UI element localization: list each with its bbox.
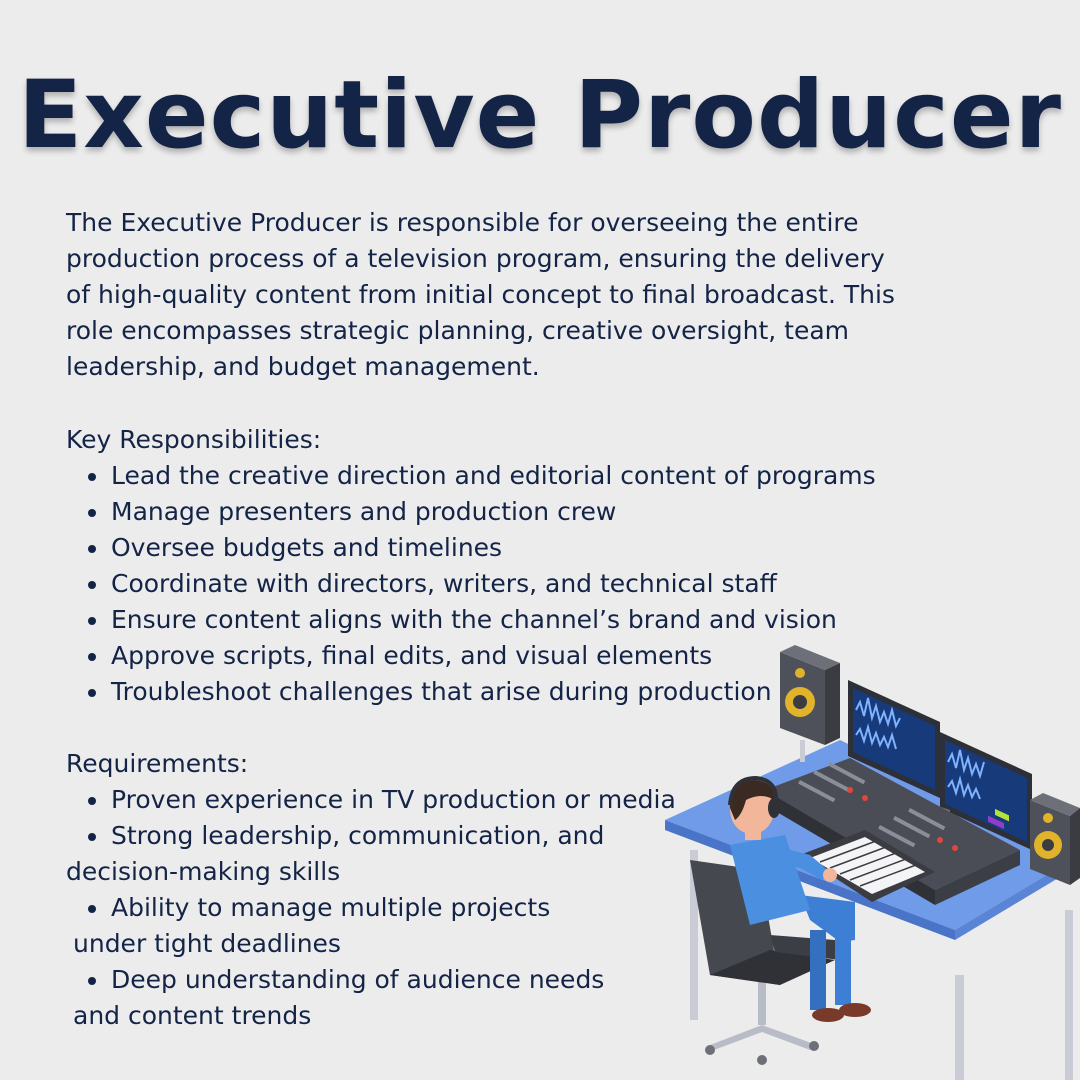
person bbox=[728, 775, 871, 1022]
right-speaker bbox=[1030, 793, 1080, 885]
desk-leg bbox=[955, 975, 964, 1080]
list-item: Oversee budgets and timelines bbox=[66, 530, 886, 566]
list-item: Ensure content aligns with the channel’s… bbox=[66, 602, 886, 638]
list-item: Deep understanding of audience needs and… bbox=[66, 962, 706, 1034]
requirement-continuation: and content trends bbox=[73, 1001, 312, 1030]
list-item: Troubleshoot challenges that arise durin… bbox=[66, 674, 886, 710]
requirement-continuation: decision-making skills bbox=[66, 857, 341, 886]
producer-at-mixing-desk-illustration bbox=[665, 645, 1080, 1080]
left-speaker bbox=[780, 645, 840, 762]
list-item: Lead the creative direction and editoria… bbox=[66, 458, 886, 494]
keyboard bbox=[800, 830, 935, 902]
list-item: Strong leadership, communication, and de… bbox=[66, 818, 706, 890]
requirement-line: Proven experience in TV production or me… bbox=[66, 782, 706, 818]
requirement-line: Ability to manage multiple projects bbox=[66, 890, 706, 926]
list-item: Coordinate with directors, writers, and … bbox=[66, 566, 886, 602]
requirement-line: Strong leadership, communication, and bbox=[66, 818, 706, 854]
list-item: Proven experience in TV production or me… bbox=[66, 782, 706, 818]
list-item: Approve scripts, final edits, and visual… bbox=[66, 638, 886, 674]
responsibilities-heading: Key Responsibilities: bbox=[66, 425, 322, 454]
requirements-heading: Requirements: bbox=[66, 749, 249, 778]
requirements-list: Proven experience in TV production or me… bbox=[66, 782, 706, 1034]
list-item: Ability to manage multiple projects unde… bbox=[66, 890, 706, 962]
requirement-line: Deep understanding of audience needs bbox=[66, 962, 706, 998]
responsibilities-list: Lead the creative direction and editoria… bbox=[66, 458, 886, 710]
intro-paragraph: The Executive Producer is responsible fo… bbox=[66, 208, 895, 381]
page-title: Executive Producer bbox=[17, 61, 1062, 170]
list-item: Manage presenters and production crew bbox=[66, 494, 886, 530]
desk-leg bbox=[1065, 910, 1073, 1080]
requirement-continuation: under tight deadlines bbox=[73, 929, 341, 958]
desk-leg bbox=[690, 850, 698, 1020]
